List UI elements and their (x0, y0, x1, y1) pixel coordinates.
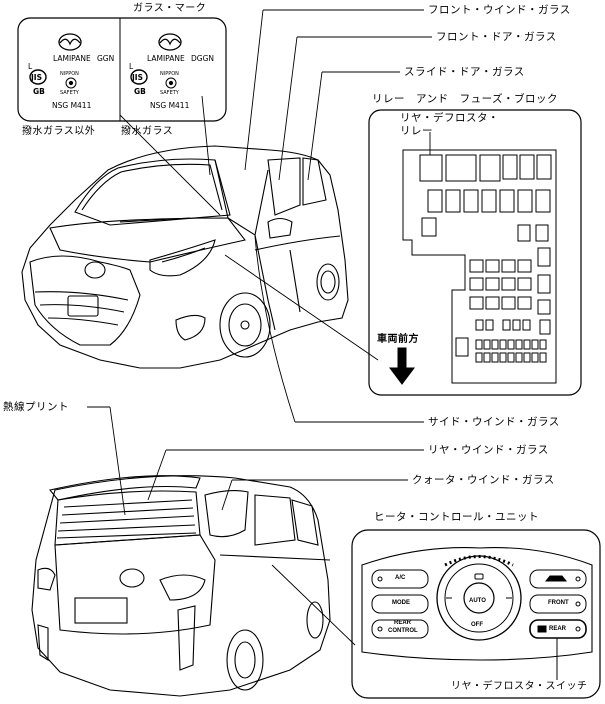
left-nippon-text: NIPPON (60, 71, 79, 77)
right-code-text: DGGN (191, 54, 215, 63)
recirculation-icon (544, 575, 568, 582)
left-jis-text: JIS (31, 73, 42, 82)
off-button-label: OFF (471, 622, 483, 628)
side-window-label: サイド・ウインド・ガラス (428, 416, 560, 428)
rear-defrost-icon (537, 625, 547, 633)
front-leader-lines (119, 9, 432, 423)
heater-unit-title: ヒータ・コントロール・ユニット (374, 511, 539, 523)
jis-mark-icon (130, 69, 148, 85)
right-safety-text: SAFETY (160, 90, 179, 96)
windshield-label: フロント・ウインド・ガラス (428, 4, 571, 16)
glass-mark-title: ガラス・マーク (133, 3, 207, 14)
rear-defroster-switch-label: リヤ・デフロスタ・スイッチ (451, 681, 588, 692)
glass-mark-panel (17, 17, 227, 122)
rear-car-illustration (31, 475, 331, 697)
right-brand-text: LAMIPANE (147, 54, 185, 63)
left-gb-text: GB (33, 87, 45, 96)
nippon-safety-icon (65, 77, 77, 89)
slide-door-glass-label: スライド・ドア・ガラス (404, 66, 525, 78)
rear-leader-lines (87, 406, 424, 646)
relay-fuse-block-title: リレー アンド フューズ・ブロック (372, 93, 559, 105)
mazda-logo-icon (58, 33, 82, 51)
right-jis-text: JIS (132, 73, 143, 82)
left-l-mark: L (28, 62, 33, 71)
rear-control-label-2: CONTROL (388, 628, 418, 634)
heat-print-label: 熱線プリント (3, 401, 69, 413)
nippon-safety-icon (165, 77, 177, 89)
right-gb-text: GB (134, 87, 146, 96)
vehicle-front-arrow-icon (389, 347, 415, 385)
front-button-label: FRONT (548, 600, 569, 606)
left-safety-text: SAFETY (60, 90, 79, 96)
auto-button[interactable] (463, 582, 495, 614)
heater-unit-panel (351, 529, 601, 699)
quarter-window-label: クォータ・ウインド・ガラス (412, 474, 555, 486)
ac-button[interactable] (371, 569, 429, 589)
auto-button-label: AUTO (469, 598, 486, 604)
front-door-glass-label: フロント・ドア・ガラス (436, 31, 557, 43)
mazda-logo-icon (158, 33, 182, 51)
relay-label-line1: リヤ・デフロスタ・ (400, 112, 499, 124)
left-model-text: NSG M411 (52, 101, 92, 110)
vehicle-front-label: 車両前方 (377, 334, 419, 345)
relay-fuse-block-panel (368, 109, 582, 396)
left-code-text: GGN (97, 54, 115, 63)
fuse-block-outline (402, 149, 557, 384)
jis-mark-icon (29, 69, 47, 85)
front-defroster-button[interactable] (529, 594, 587, 614)
rear-defroster-button[interactable] (529, 619, 587, 639)
ac-button-label: A/C (395, 575, 406, 581)
right-caption: 撥水ガラス (121, 126, 174, 137)
rear-control-label-1: REAR (394, 620, 412, 626)
left-brand-text: LAMIPANE (53, 54, 91, 63)
rear-control-button[interactable] (371, 619, 429, 639)
fan-button[interactable] (529, 569, 587, 589)
rear-window-label: リヤ・ウインド・ガラス (428, 444, 549, 456)
mode-button-label: MODE (392, 600, 410, 606)
right-model-text: NSG M411 (150, 101, 190, 110)
mode-button[interactable] (371, 594, 429, 614)
front-car-illustration (21, 145, 349, 369)
relay-label-line2: リレー (400, 125, 433, 137)
right-nippon-text: NIPPON (160, 71, 179, 77)
rear-button-label: REAR (549, 626, 567, 632)
right-l-mark: L (129, 62, 134, 71)
left-caption: 撥水ガラス以外 (22, 126, 96, 137)
